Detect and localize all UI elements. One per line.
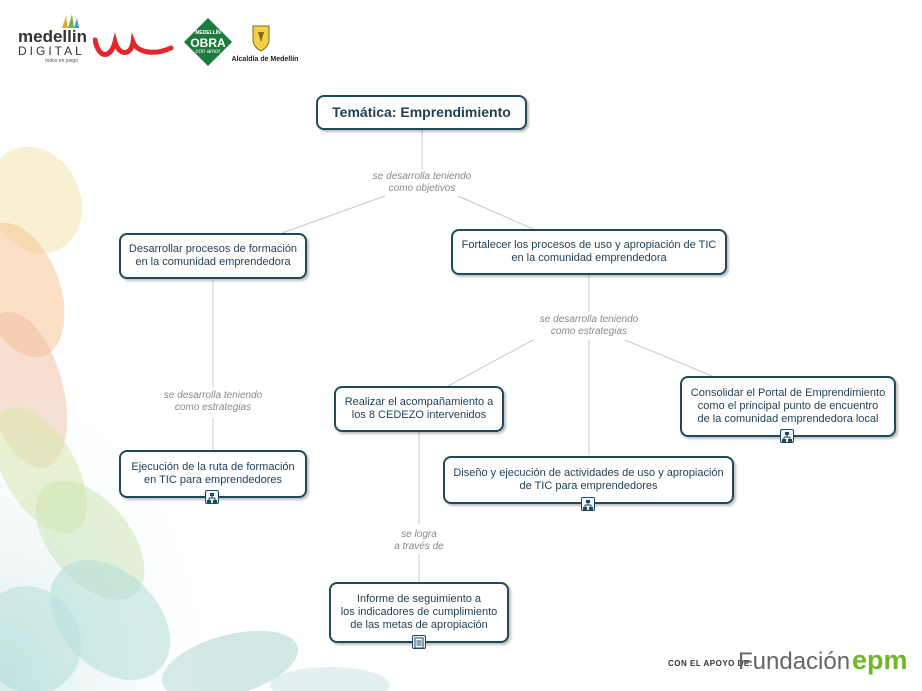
link-label-line: se desarrolla teniendo: [157, 390, 269, 402]
concept-text: Informe de seguimiento a: [337, 593, 501, 606]
concept-objetivo-tic[interactable]: Fortalecer los procesos de uso y apropia…: [451, 229, 727, 275]
link-label-objetivos: se desarrolla teniendo como objetivos: [366, 171, 478, 195]
link-label-estrategias-left: se desarrolla teniendo como estrategias: [157, 390, 269, 414]
link-label-line: se logra: [379, 529, 459, 541]
document-icon[interactable]: [412, 635, 426, 649]
submap-icon[interactable]: [780, 429, 794, 443]
submap-icon[interactable]: [581, 497, 595, 511]
concept-text: en la comunidad emprendedora: [127, 256, 299, 269]
concept-text: Ejecución de la ruta de formación: [127, 461, 299, 474]
submap-icon[interactable]: [205, 490, 219, 504]
concept-text: los 8 CEDEZO intervenidos: [342, 409, 496, 422]
concept-text: de las metas de apropiación: [337, 619, 501, 632]
concept-text: de TIC para emprendedores: [451, 480, 726, 493]
concept-text: Fortalecer los procesos de uso y apropia…: [459, 239, 719, 252]
concept-text: Temática: Emprendimiento: [328, 106, 515, 119]
footer-epm-logo: epm: [852, 645, 908, 676]
concept-informe-seguimiento[interactable]: Informe de seguimiento a los indicadores…: [329, 582, 509, 643]
concept-acompanamiento[interactable]: Realizar el acompañamiento a los 8 CEDEZ…: [334, 386, 504, 432]
link-label-estrategias-right: se desarrolla teniendo como estrategias: [533, 314, 645, 338]
concept-text: Realizar el acompañamiento a: [342, 396, 496, 409]
link-label-line: como estrategias: [533, 326, 645, 338]
concept-text: en TIC para emprendedores: [127, 474, 299, 487]
concept-objetivo-formacion[interactable]: Desarrollar procesos de formación en la …: [119, 233, 307, 279]
link-label-line: se desarrolla teniendo: [366, 171, 478, 183]
concept-text: Desarrollar procesos de formación: [127, 243, 299, 256]
link-label-line: como estrategias: [157, 402, 269, 414]
footer-fundacion: Fundación: [738, 648, 850, 676]
concept-text: de la comunidad emprendedora local: [688, 413, 888, 426]
concept-root[interactable]: Temática: Emprendimiento: [316, 95, 527, 130]
concept-text: en la comunidad emprendedora: [459, 252, 719, 265]
link-label-logra: se logra a través de: [379, 529, 459, 553]
concept-text: Diseño y ejecución de actividades de uso…: [451, 467, 726, 480]
concept-portal-emprendimiento[interactable]: Consolidar el Portal de Emprendimiento c…: [680, 376, 896, 437]
link-label-line: a través de: [379, 541, 459, 553]
concept-text: los indicadores de cumplimiento: [337, 606, 501, 619]
link-label-line: como objetivos: [366, 183, 478, 195]
concept-text: Consolidar el Portal de Emprendimiento: [688, 387, 888, 400]
link-label-line: se desarrolla teniendo: [533, 314, 645, 326]
concept-text: como el principal punto de encuentro: [688, 400, 888, 413]
